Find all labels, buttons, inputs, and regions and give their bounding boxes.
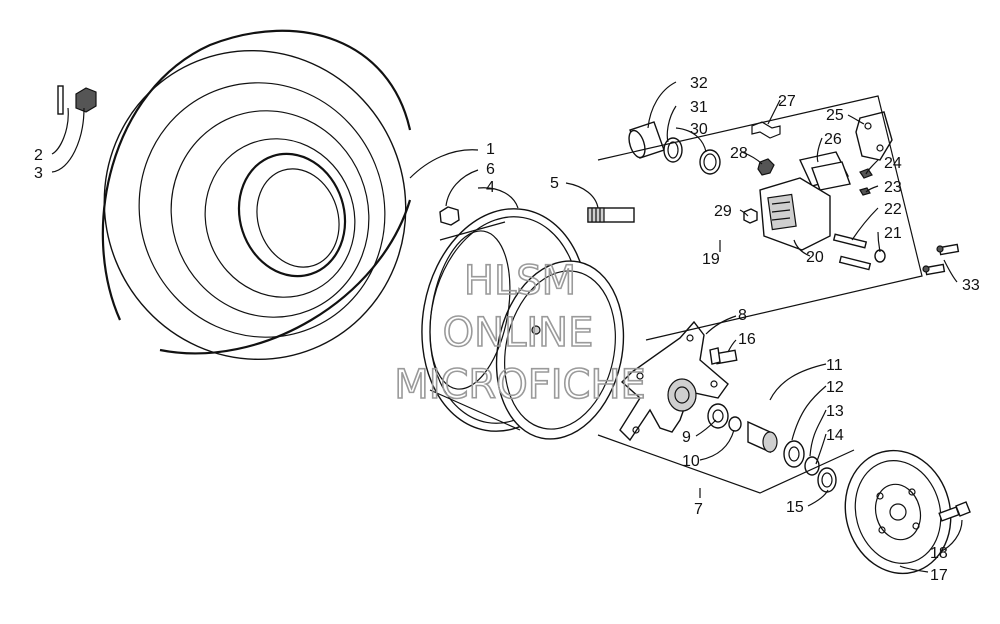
callout-7: 7 [694, 501, 703, 518]
brake-disc [844, 449, 952, 575]
callout-28: 28 [730, 145, 748, 162]
callout-8: 8 [738, 307, 747, 324]
callout-2: 2 [34, 147, 43, 164]
valve-stem [57, 85, 97, 115]
callout-18: 18 [930, 545, 948, 562]
watermark-line-1: HLSM [464, 258, 576, 304]
callout-3: 3 [34, 165, 43, 182]
mount-bolts [922, 243, 960, 276]
callout-26: 26 [824, 131, 842, 148]
callout-25: 25 [826, 107, 844, 124]
callout-1: 1 [486, 141, 495, 158]
leader-lines [51, 81, 963, 573]
callout-16: 16 [738, 331, 756, 348]
callout-21: 21 [884, 225, 902, 242]
callout-30: 30 [690, 121, 708, 138]
wheel-rim [421, 208, 625, 440]
callout-22: 22 [884, 201, 902, 218]
callout-13: 13 [826, 403, 844, 420]
callout-15: 15 [786, 499, 804, 516]
callout-4: 4 [486, 179, 495, 196]
callout-5: 5 [550, 175, 559, 192]
callout-12: 12 [826, 379, 844, 396]
tire [101, 29, 412, 361]
watermark-line-2: ONLINE [443, 310, 594, 356]
callout-32: 32 [690, 75, 708, 92]
callout-6: 6 [486, 161, 495, 178]
caliper-assembly [628, 111, 893, 271]
callout-19: 19 [702, 251, 720, 268]
callout-labels: 1 2 3 4 5 6 7 8 9 10 11 12 13 14 15 16 1… [34, 75, 980, 584]
wheel-stud [587, 207, 635, 223]
bearing-stack [707, 403, 837, 493]
callout-24: 24 [884, 155, 902, 172]
callout-17: 17 [930, 567, 948, 584]
callout-14: 14 [826, 427, 844, 444]
watermark: HLSM ONLINE MICROFICHE [393, 257, 646, 409]
group-brackets [597, 95, 923, 498]
callout-11: 11 [826, 357, 843, 374]
callout-27: 27 [778, 93, 796, 110]
callout-23: 23 [884, 179, 902, 196]
callout-33: 33 [962, 277, 980, 294]
wheel-hub [619, 320, 729, 442]
lug-nut [439, 206, 460, 226]
callout-31: 31 [690, 99, 708, 116]
callout-29: 29 [714, 203, 732, 220]
hub-bolt [709, 347, 738, 365]
callout-20: 20 [806, 249, 824, 266]
disc-bolt [938, 501, 971, 522]
callout-9: 9 [682, 429, 691, 446]
watermark-line-3: MICROFICHE [394, 362, 646, 408]
callout-10: 10 [682, 453, 700, 470]
